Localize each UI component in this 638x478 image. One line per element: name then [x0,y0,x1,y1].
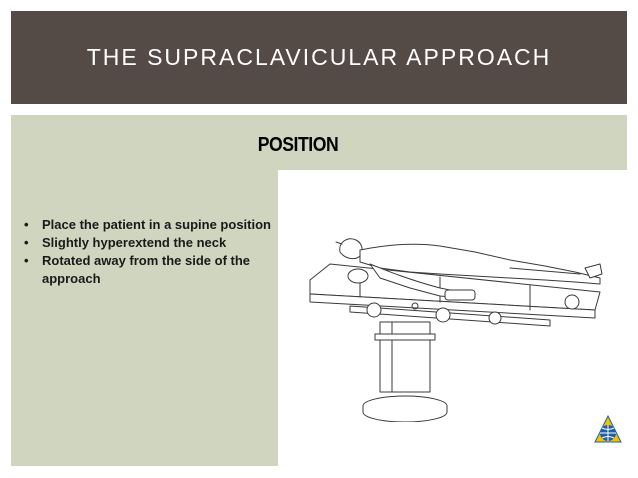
title-bar: THE SUPRACLAVICULAR APPROACH [11,11,627,104]
globe-triangle-logo-icon [594,414,622,443]
bullet-item: • Rotated away from the side of the appro… [22,252,278,288]
patient-supine-on-operating-table-illustration [309,238,603,422]
slide-subtitle: POSITION [257,134,339,156]
bullet-item: • Place the patient in a supine position [22,216,278,234]
bullet-text: Place the patient in a supine position [42,217,271,232]
bullet-text: Slightly hyperextend the neck [42,235,227,250]
bullet-item: • Slightly hyperextend the neck [22,234,278,252]
bullet-text: Rotated away from the side of the approa… [42,253,251,286]
bullet-dot: • [24,217,29,232]
slide-title: THE SUPRACLAVICULAR APPROACH [86,44,552,70]
bullet-dot: • [24,253,29,268]
bullet-list: •Place the patient in a supine position … [22,216,278,288]
bullet-dot: • [24,235,29,250]
